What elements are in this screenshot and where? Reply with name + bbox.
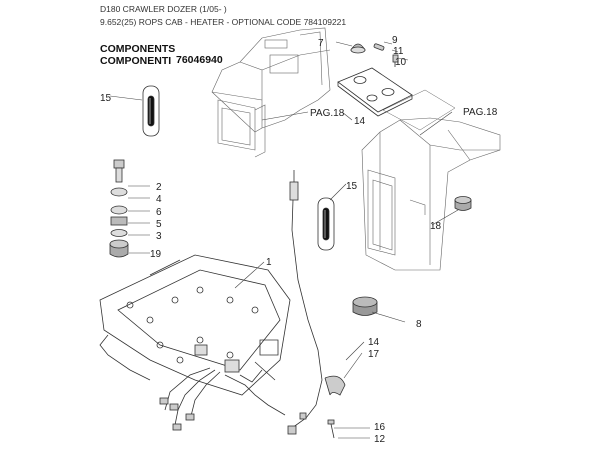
callout-14: 14 [354, 116, 366, 127]
callout-17: 17 [368, 349, 380, 360]
key-part [373, 43, 385, 51]
callout-4: 4 [156, 194, 162, 205]
grommet [352, 296, 378, 316]
cap-plug [454, 196, 472, 211]
callout-14-lower: 14 [368, 337, 380, 348]
switch-bezel-left [142, 85, 160, 137]
cable-clamp [324, 375, 346, 396]
callout-3: 3 [156, 231, 162, 242]
wiring-harness [159, 367, 286, 431]
callout-10: 10 [395, 57, 407, 68]
callout-16: 16 [374, 422, 386, 433]
diagram-section-title: 9.652(25) ROPS CAB - HEATER - OPTIONAL C… [100, 17, 347, 27]
callout-8: 8 [416, 319, 422, 330]
screw-part [392, 54, 399, 67]
components-label-it: COMPONENTI [100, 55, 172, 67]
control-cable [287, 170, 323, 435]
callout-11: 11 [393, 46, 404, 57]
flat-washer [110, 205, 128, 215]
page-ref-left: PAG.18 [310, 108, 345, 119]
screw-small [327, 419, 335, 439]
lock-washer [110, 187, 128, 197]
heater-assembly [99, 254, 291, 396]
bolt [113, 159, 125, 183]
page-ref-right: PAG.18 [463, 107, 498, 118]
callout-18: 18 [430, 221, 442, 232]
diagram-model-title: D180 CRAWLER DOZER (1/05- ) [100, 4, 227, 14]
callout-6: 6 [156, 207, 162, 218]
callout-15-left: 15 [100, 93, 112, 104]
callout-1: 1 [266, 257, 272, 268]
leader-lines [109, 41, 459, 439]
washer [110, 229, 128, 237]
callout-12: 12 [374, 434, 386, 445]
callout-19: 19 [150, 249, 162, 260]
components-code: 76046940 [176, 54, 223, 66]
callout-7: 7 [318, 38, 324, 49]
components-label-en: COMPONENTS [100, 43, 176, 55]
heater-control-panel [337, 67, 413, 117]
cab-frame-right [361, 89, 501, 271]
callout-5: 5 [156, 219, 162, 230]
cab-frame-upper [211, 27, 331, 158]
knob-part [350, 43, 366, 54]
spacer [110, 216, 128, 226]
callout-2: 2 [156, 182, 162, 193]
mount-bushing [109, 239, 129, 258]
switch-bezel-right [317, 197, 335, 251]
callout-9: 9 [392, 35, 398, 46]
callout-15-right: 15 [346, 181, 358, 192]
